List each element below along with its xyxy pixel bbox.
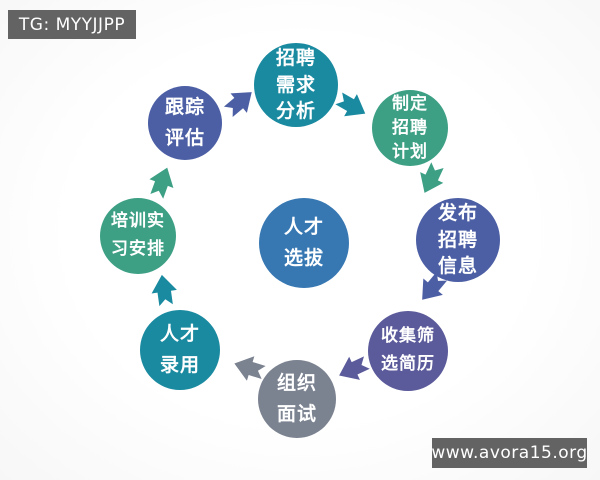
circle-text-line: 招聘 <box>437 228 478 251</box>
website-watermark-badge: www.avora15.org <box>431 438 587 468</box>
circle-text-line: 招聘 <box>275 46 316 69</box>
circle-text-line: 选简历 <box>381 354 435 374</box>
step-circle-talent-hiring: 人才 录用 <box>140 310 220 390</box>
circle-text-line: 选拔 <box>283 247 324 269</box>
flow-arrow-to-collect-screen-resumes <box>422 271 448 300</box>
flow-arrow-to-recruitment-needs-analysis <box>223 92 252 118</box>
circle-text-line: 人才 <box>159 323 200 346</box>
step-circle-recruitment-needs-analysis: 招聘 需求 分析 <box>254 43 338 127</box>
circle-text-line: 人才 <box>283 216 324 239</box>
circle-text-line: 发布 <box>437 201 478 224</box>
circle-text-line: 需求 <box>275 73 316 96</box>
step-circle-tracking-evaluation: 跟踪 评估 <box>148 86 222 160</box>
circle-text-line: 招聘 <box>392 117 428 138</box>
circle-text-line: 习安排 <box>111 239 165 259</box>
circle-text-line: 计划 <box>392 142 428 163</box>
tg-watermark-badge: TG: MYYJJPP <box>8 10 136 39</box>
step-circle-make-recruitment-plan: 制定 招聘 计划 <box>372 90 448 166</box>
step-circle-organize-interviews: 组织 面试 <box>258 360 336 438</box>
flow-arrow-to-make-recruitment-plan <box>335 92 366 117</box>
flow-arrow-to-training-internship-arrangement <box>151 274 177 307</box>
circle-text-line: 录用 <box>159 354 200 376</box>
step-circle-collect-screen-resumes: 收集筛 选简历 <box>368 311 448 391</box>
circle-text-line: 信息 <box>437 255 478 278</box>
step-circle-publish-recruitment-info: 发布 招聘 信息 <box>416 198 500 282</box>
flow-arrow-to-talent-hiring <box>234 356 266 381</box>
circle-text-line: 跟踪 <box>164 96 205 119</box>
circle-text-line: 组织 <box>276 372 317 395</box>
step-circle-training-internship-arrangement: 培训实 习安排 <box>100 198 176 274</box>
flow-arrow-to-publish-recruitment-info <box>420 162 444 193</box>
circle-text-line: 培训实 <box>111 211 165 232</box>
center-circle-talent-selection: 人才 选拔 <box>259 198 349 288</box>
circle-text-line: 分析 <box>275 100 316 123</box>
circle-text-line: 制定 <box>392 93 428 114</box>
circle-text-line: 面试 <box>276 403 317 425</box>
flow-arrow-to-organize-interviews <box>339 356 370 380</box>
circle-text-line: 评估 <box>164 127 205 149</box>
circle-text-line: 收集筛 <box>381 326 435 347</box>
flow-arrow-to-tracking-evaluation <box>149 167 174 199</box>
